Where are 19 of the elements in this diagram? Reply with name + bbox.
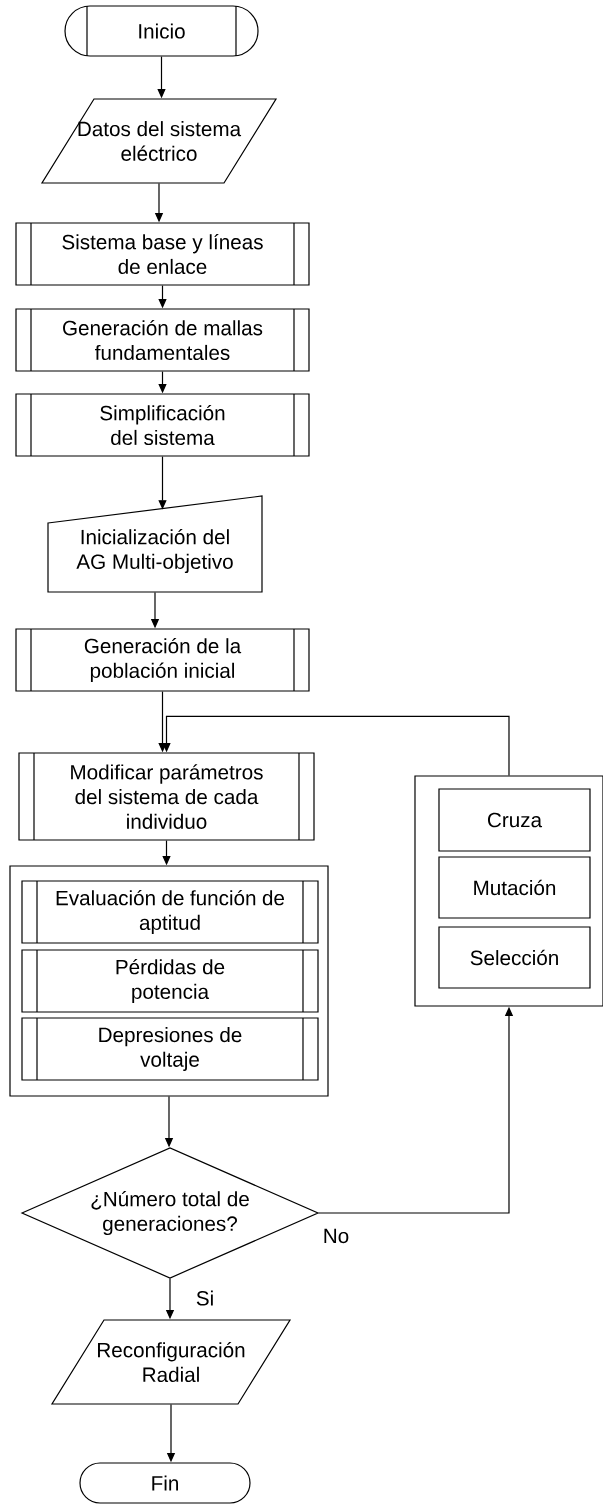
edge-label: Si xyxy=(194,1289,216,1307)
group-box xyxy=(9,865,329,1097)
subprocess-box: Simplificación del sistema xyxy=(15,393,310,457)
terminator-box: Fin xyxy=(79,1462,251,1504)
subprocess-box: Generación de la población inicial xyxy=(15,628,310,692)
edge-label: No xyxy=(321,1227,351,1245)
terminator-box: Inicio xyxy=(64,5,259,57)
process-box: Cruza xyxy=(438,788,591,852)
subprocess-box: Sistema base y líneas de enlace xyxy=(15,222,310,286)
arrow xyxy=(162,715,510,776)
subprocess-box: Evaluación de función de aptitud xyxy=(21,880,319,944)
subprocess-box: Depresiones de voltaje xyxy=(21,1017,319,1081)
subprocess-box: Generación de mallas fundamentales xyxy=(15,308,310,372)
process-box: Selección xyxy=(438,926,591,989)
manual-input-box: Inicialización del AG Multi-objetivo xyxy=(47,495,263,593)
subprocess-box: Pérdidas de potencia xyxy=(21,949,319,1013)
group-box xyxy=(414,775,603,1007)
process-box: Mutación xyxy=(438,856,591,919)
subprocess-box: Modificar parámetros del sistema de cada individuo xyxy=(18,752,315,841)
